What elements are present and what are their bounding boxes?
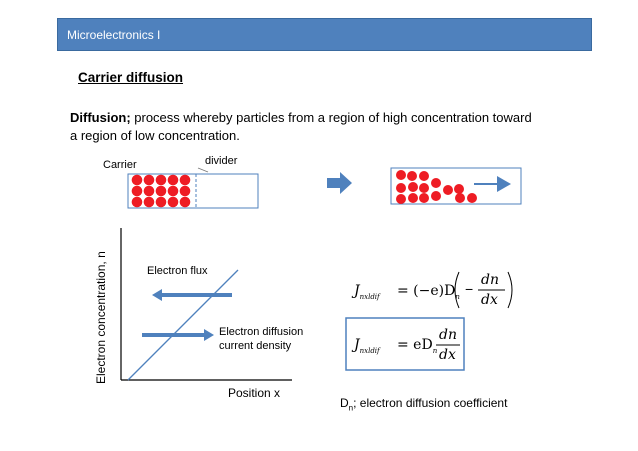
particle <box>419 193 429 203</box>
diffusion-coefficient-note: Dn; electron diffusion coefficient <box>340 396 507 412</box>
particle <box>431 191 441 201</box>
diffusion-current-label-2: current density <box>219 339 303 353</box>
particle <box>455 193 465 203</box>
particle <box>180 197 191 208</box>
particle <box>454 184 464 194</box>
particle <box>396 194 406 204</box>
eq1-minus: − <box>465 281 473 297</box>
particle <box>419 171 429 181</box>
particle <box>144 175 155 186</box>
eq1-frac-den: dx <box>481 292 498 308</box>
eq1-rhs-sub: n <box>455 293 460 301</box>
transition-arrow <box>327 172 352 194</box>
footnote-symbol: D <box>340 396 349 410</box>
particle <box>156 197 167 208</box>
particle <box>144 186 155 197</box>
equation-2-lhs: Jnxldif <box>354 337 380 355</box>
diffusion-current-label-1: Electron diffusion <box>219 325 303 339</box>
equation-1-lhs: Jnxldif <box>354 283 380 301</box>
eq2-rhs-text: = eD <box>397 337 433 353</box>
divider-label: divider <box>205 155 237 167</box>
electron-flux-label: Electron flux <box>147 265 208 277</box>
y-axis-label: Electron concentration, n <box>94 251 108 384</box>
carrier-label: Carrier <box>103 159 137 171</box>
particle <box>419 183 429 193</box>
particle <box>180 186 191 197</box>
eq2-frac-num: dn <box>439 327 457 343</box>
particle <box>156 175 167 186</box>
eq1-frac-num: dn <box>481 272 499 288</box>
particle <box>144 197 155 208</box>
electron-flux-arrowhead <box>152 289 162 301</box>
equation-2-rhs: = eDn <box>397 337 437 355</box>
diffusion-current-arrowhead <box>204 329 214 341</box>
particle <box>431 178 441 188</box>
particle <box>132 175 143 186</box>
eq1-close-paren <box>508 272 512 308</box>
particle <box>407 171 417 181</box>
particle <box>443 185 453 195</box>
particle <box>396 170 406 180</box>
particle <box>132 197 143 208</box>
particle <box>156 186 167 197</box>
eq1-j-sub: nxldif <box>360 293 380 301</box>
particle <box>180 175 191 186</box>
particle <box>396 183 406 193</box>
divider-label-leader <box>198 168 208 172</box>
x-axis-label: Position x <box>228 386 280 400</box>
equation-1-rhs: = (−e)Dn <box>397 283 460 301</box>
footnote-text: ; electron diffusion coefficient <box>353 396 507 410</box>
particle <box>467 193 477 203</box>
eq2-rhs-sub: n <box>433 347 438 355</box>
particle <box>168 186 179 197</box>
particle <box>168 175 179 186</box>
eq2-j-sub: nxldif <box>360 347 380 355</box>
particle <box>408 193 418 203</box>
particle-cluster-left <box>132 175 191 208</box>
particle <box>168 197 179 208</box>
eq2-frac-den: dx <box>439 347 456 363</box>
diffusion-current-label: Electron diffusion current density <box>219 325 303 353</box>
particle <box>408 182 418 192</box>
eq1-rhs-text: = (−e)D <box>397 283 455 299</box>
particle <box>132 186 143 197</box>
